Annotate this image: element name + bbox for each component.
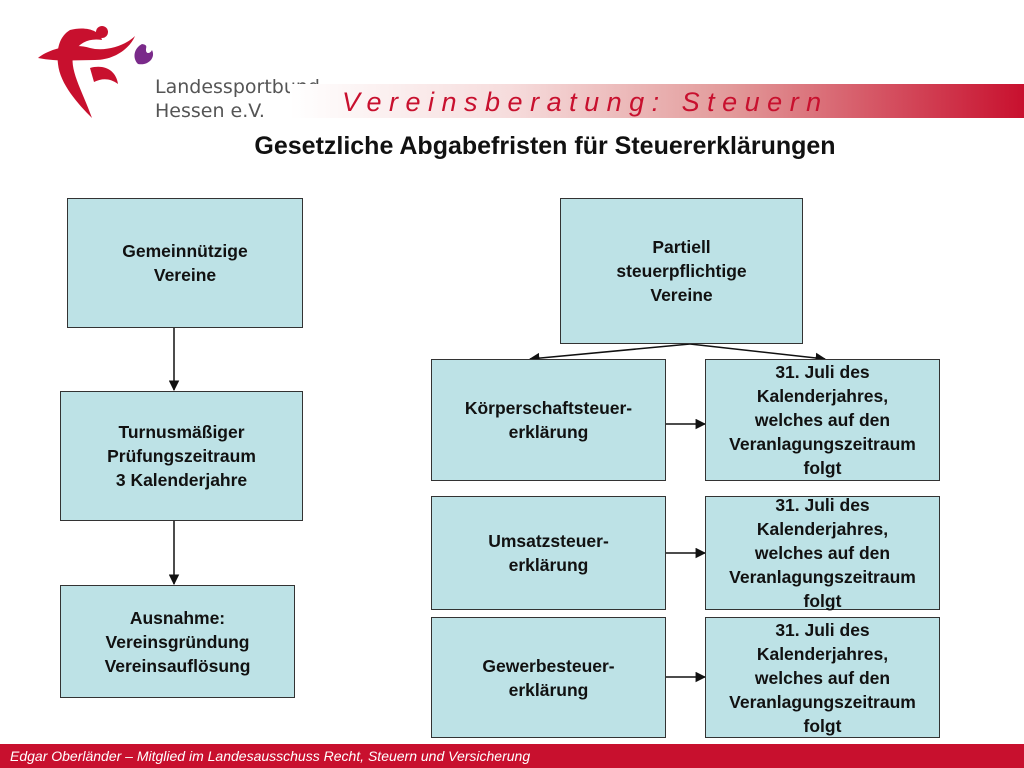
box-partiell-steuerpflichtige-vereine: Partiell steuerpflichtige Vereine [560,198,803,344]
logo-head [96,26,108,38]
box-gemeinnuetzige-vereine: Gemeinnützige Vereine [67,198,303,328]
org-name-line1: Landessportbund [155,76,320,98]
logo-figure-leg [90,66,118,84]
org-name-line2: Hessen e.V. [155,100,265,122]
box-pruefungszeitraum: Turnusmäßiger Prüfungszeitraum 3 Kalende… [60,391,303,521]
header-banner [290,84,1024,118]
box-ausnahme: Ausnahme: Vereinsgründung Vereinsauflösu… [60,585,295,698]
arrow-partiell-to-deadline1 [689,343,827,364]
logo-figure-body [57,28,102,118]
box-deadline-gewerbesteuer: 31. Juli des Kalenderjahres, welches auf… [705,617,940,738]
box-umsatzsteuer: Umsatzsteuer- erklärung [431,496,666,610]
page-title: Gesetzliche Abgabefristen für Steuererkl… [254,132,836,160]
footer-text: Edgar Oberländer – Mitglied im Landesaus… [10,748,531,764]
box-deadline-koerperschaftsteuer: 31. Juli des Kalenderjahres, welches auf… [705,359,940,481]
lsb-hessen-logo [38,26,154,118]
box-gewerbesteuer: Gewerbesteuer- erklärung [431,617,666,738]
box-koerperschaftsteuer: Körperschaftsteuer- erklärung [431,359,666,481]
logo-purple-flame [134,44,154,65]
banner-title: Vereinsberatung: Steuern [342,87,829,117]
footer-bar [0,744,1024,768]
arrow-partiell-to-koerperschaft [528,343,691,364]
box-deadline-umsatzsteuer: 31. Juli des Kalenderjahres, welches auf… [705,495,940,611]
